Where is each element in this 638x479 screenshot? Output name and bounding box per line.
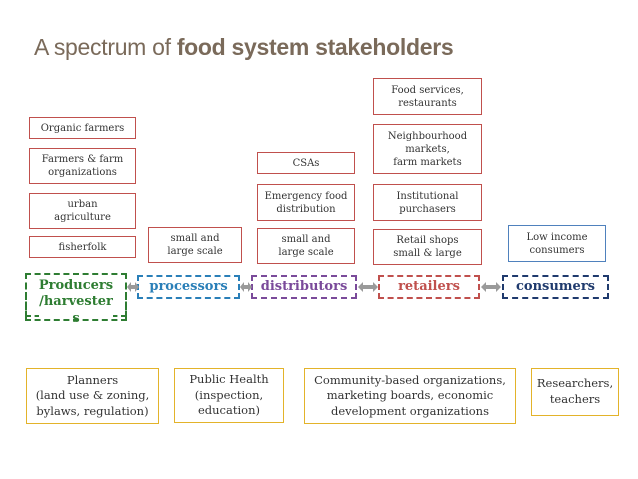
arrow-distributors-retailers [358, 282, 378, 292]
distributors-stage: distributors [251, 275, 357, 299]
emergency-food-box: Emergency food distribution [257, 184, 355, 221]
consumers-stage: consumers [502, 275, 609, 299]
urban-agriculture-box: urban agriculture [29, 193, 136, 229]
processors-stage: processors [137, 275, 240, 299]
processors-scale-box: small and large scale [148, 227, 242, 263]
retail-shops-box: Retail shops small & large [373, 229, 482, 265]
community-organizations-box: Community-based organizations, marketing… [304, 368, 516, 424]
institutional-purchasers-box: Institutional purchasers [373, 184, 482, 221]
producers-stage: Producers /harvester s [25, 273, 127, 327]
title-prefix: A spectrum of [34, 34, 177, 60]
low-income-consumers-box: Low income consumers [508, 225, 606, 262]
planners-box: Planners (land use & zoning, bylaws, reg… [26, 368, 159, 424]
food-services-box: Food services, restaurants [373, 78, 482, 115]
title-bold: food system stakeholders [176, 34, 454, 60]
retailers-stage: retailers [378, 275, 480, 299]
page-title: A spectrum of food system stakeholders [34, 34, 454, 61]
neighbourhood-markets-box: Neighbourhood markets, farm markets [373, 124, 482, 174]
public-health-box: Public Health (inspection, education) [174, 368, 284, 423]
organic-farmers-box: Organic farmers [29, 117, 136, 139]
arrow-processors-distributors [240, 282, 252, 292]
arrow-producers-processors [127, 282, 139, 292]
researchers-box: Researchers, teachers [531, 368, 619, 416]
fisherfolk-box: fisherfolk [29, 236, 136, 258]
farmers-organizations-box: Farmers & farm organizations [29, 148, 136, 184]
arrow-retailers-consumers [481, 282, 501, 292]
distributors-scale-box: small and large scale [257, 228, 355, 264]
csas-box: CSAs [257, 152, 355, 174]
